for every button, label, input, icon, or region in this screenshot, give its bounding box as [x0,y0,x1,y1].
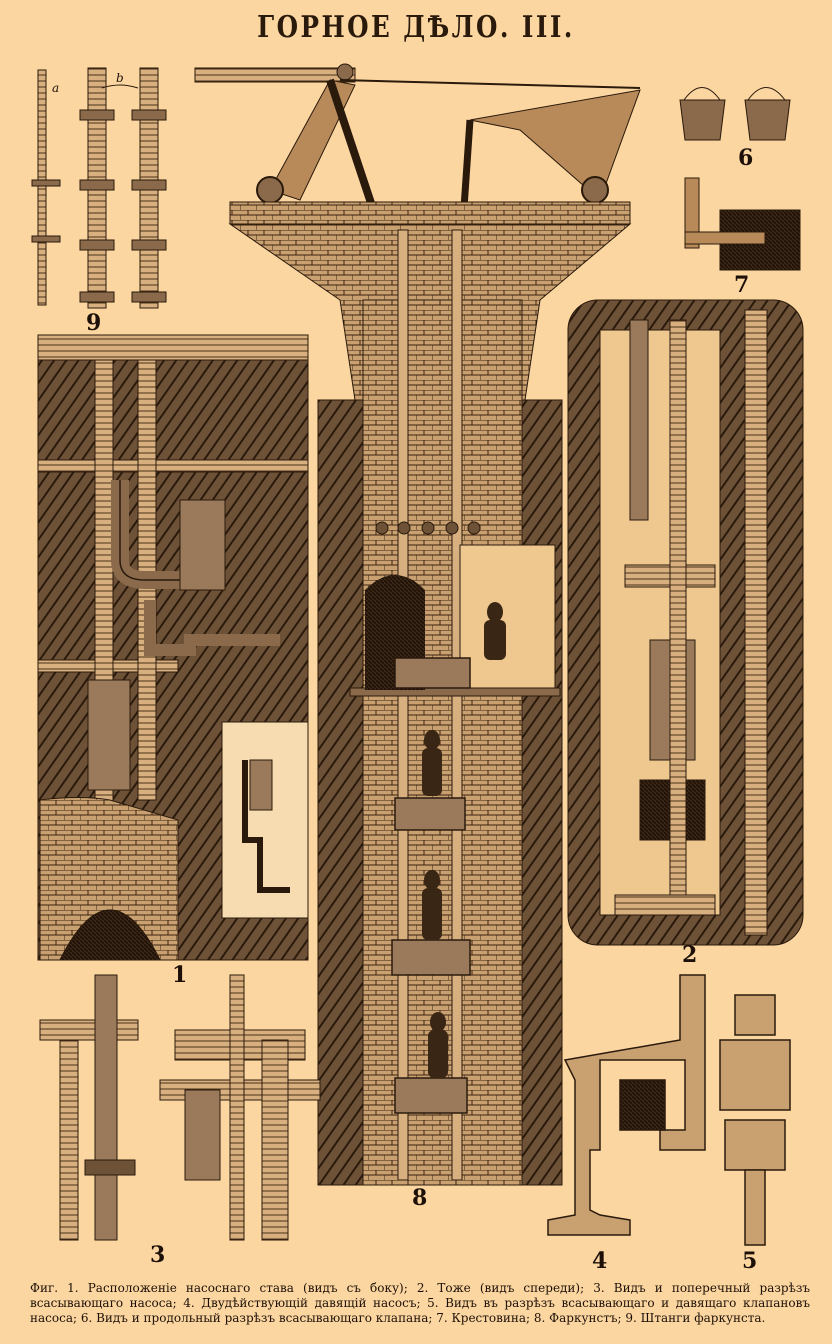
figure-9-rods: a b [31,67,167,309]
figure-label-6: 6 [738,145,753,171]
label-b: b [116,71,124,85]
figure-label-5: 5 [742,1248,757,1274]
figure-2-pump-front [567,299,804,946]
figure-8-shaft [194,63,641,1186]
plate-caption: Фиг. 1. Расположеніе насоснаго става (ви… [30,1281,810,1325]
figure-3-suction-pump [39,974,321,1241]
figure-6-valve [679,87,791,141]
figure-label-9: 9 [86,310,101,336]
figure-5-valves [719,994,791,1246]
plate-title: ГОРНОЕ ДѢЛО. III. [257,10,575,45]
label-a: a [52,81,59,95]
figure-label-7: 7 [734,272,749,298]
figure-7-cross [684,177,801,271]
figure-label-4: 4 [592,1248,607,1274]
figure-label-1: 1 [172,962,187,988]
figure-label-2: 2 [682,942,697,968]
figure-label-8: 8 [412,1185,427,1211]
figure-1-pump-side [37,334,309,961]
figure-4-double-pump [547,974,706,1236]
figure-label-3: 3 [150,1242,165,1268]
